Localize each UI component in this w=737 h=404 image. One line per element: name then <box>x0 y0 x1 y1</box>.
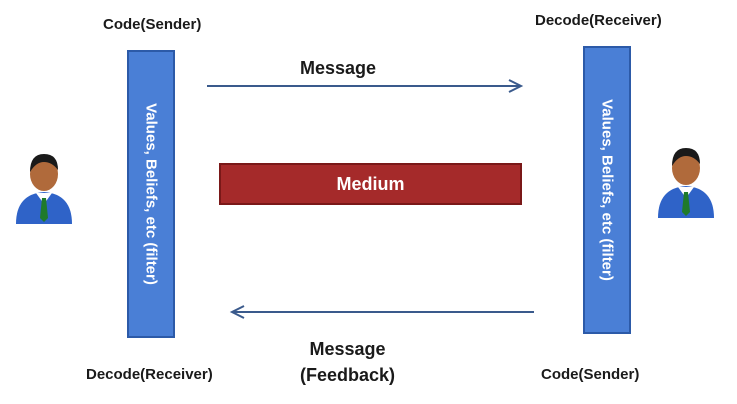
filter-bar-right: Values, Beliefs, etc (filter) <box>583 46 631 334</box>
arrow-right-icon <box>207 79 524 93</box>
feedback-message-line1: Message <box>309 339 386 359</box>
message-label: Message <box>300 58 377 78</box>
medium-label: Medium <box>336 173 405 194</box>
medium-box: Medium <box>219 163 522 205</box>
person-icon <box>658 148 714 218</box>
receiver-label-top: Decode(Receiver) <box>535 12 662 29</box>
filter-text-left: Values, Beliefs, etc (filter) <box>142 103 160 285</box>
sender-label-top: Code(Sender) <box>103 16 202 33</box>
person-icon <box>16 154 72 224</box>
filter-text-right: Values, Beliefs, etc (filter) <box>598 99 616 281</box>
feedback-message-label: Message (Feedback) <box>300 336 395 388</box>
feedback-message-line2: (Feedback) <box>300 365 396 385</box>
arrow-left-icon <box>229 305 534 319</box>
filter-bar-left: Values, Beliefs, etc (filter) <box>127 50 175 338</box>
sender-label-bottom: Code(Sender) <box>541 366 640 383</box>
receiver-label-bottom: Decode(Receiver) <box>86 366 213 383</box>
